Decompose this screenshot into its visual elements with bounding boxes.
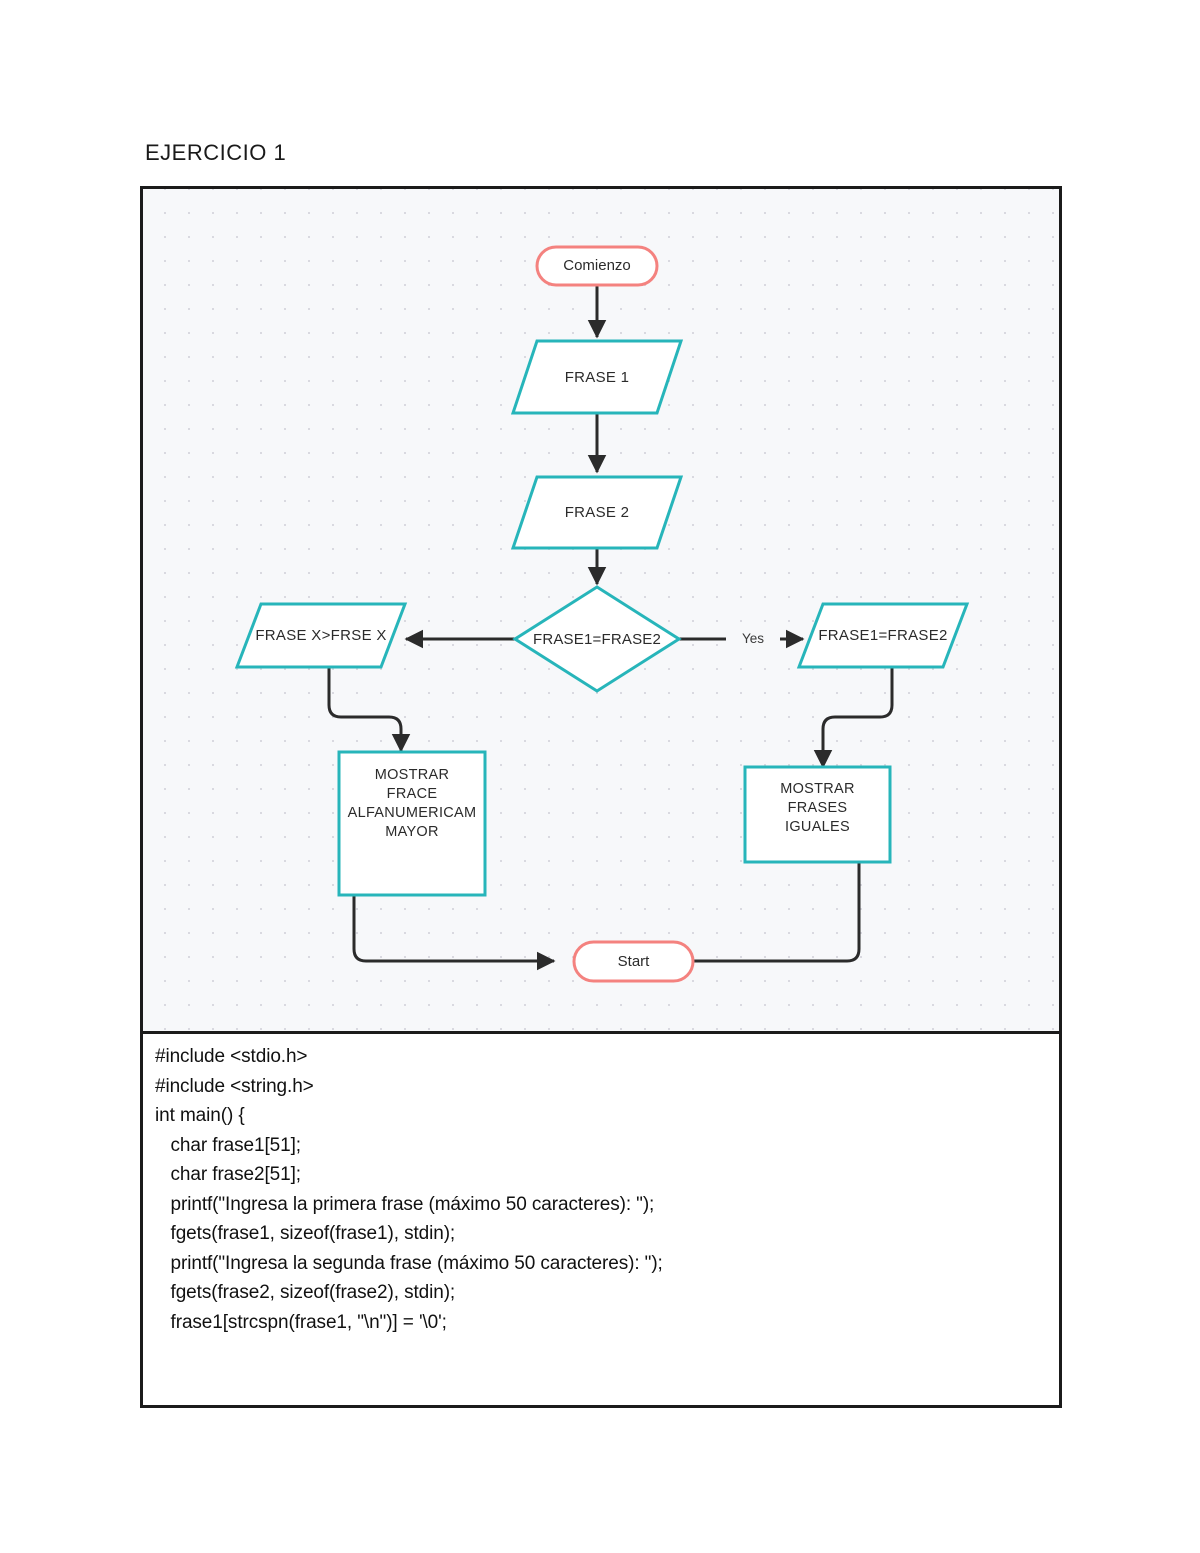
page-title: EJERCICIO 1: [145, 140, 287, 165]
code-line: char frase1[51];: [155, 1134, 302, 1156]
connector-io-left-to-proc-left: [327, 667, 411, 753]
code-line: printf("Ingresa la primera frase (máximo…: [155, 1193, 655, 1215]
code-line: char frase2[51];: [155, 1164, 302, 1185]
node-frase1[interactable]: [510, 339, 684, 415]
code-line: #include <stdio.h>: [155, 1046, 308, 1067]
node-proc-right[interactable]: [743, 765, 892, 864]
node-io-left[interactable]: [234, 602, 408, 669]
node-decision[interactable]: [512, 585, 682, 693]
node-start-end[interactable]: [572, 940, 695, 983]
connector-io-right-to-proc-right: [813, 667, 894, 769]
code-block: #include <stdio.h> #include <string.h> i…: [143, 1034, 1059, 1405]
node-frase2[interactable]: [510, 475, 684, 550]
connector-proc-right-to-start: [649, 861, 861, 971]
flowchart-diagram: [234, 245, 970, 983]
code-line: #include <string.h>: [155, 1075, 314, 1097]
node-comienzo[interactable]: [535, 245, 659, 287]
flowchart-canvas: Comienzo FRASE 1 FRASE 2 FRASE1=FRASE2 F…: [143, 189, 1059, 1034]
code-line: int main() {: [155, 1105, 245, 1126]
code-line: fgets(frase1, sizeof(frase1), stdin);: [155, 1223, 456, 1244]
document-frame: [140, 186, 1062, 1408]
node-proc-left[interactable]: [337, 750, 487, 897]
connector-proc-left-to-start: [352, 895, 556, 971]
node-io-right[interactable]: [796, 602, 970, 669]
code-line: fgets(frase2, sizeof(frase2), stdin);: [155, 1282, 456, 1303]
code-line: frase1[strcspn(frase1, "\n")] = '\0';: [155, 1311, 447, 1333]
code-line: printf("Ingresa la segunda frase (máximo…: [155, 1252, 663, 1274]
